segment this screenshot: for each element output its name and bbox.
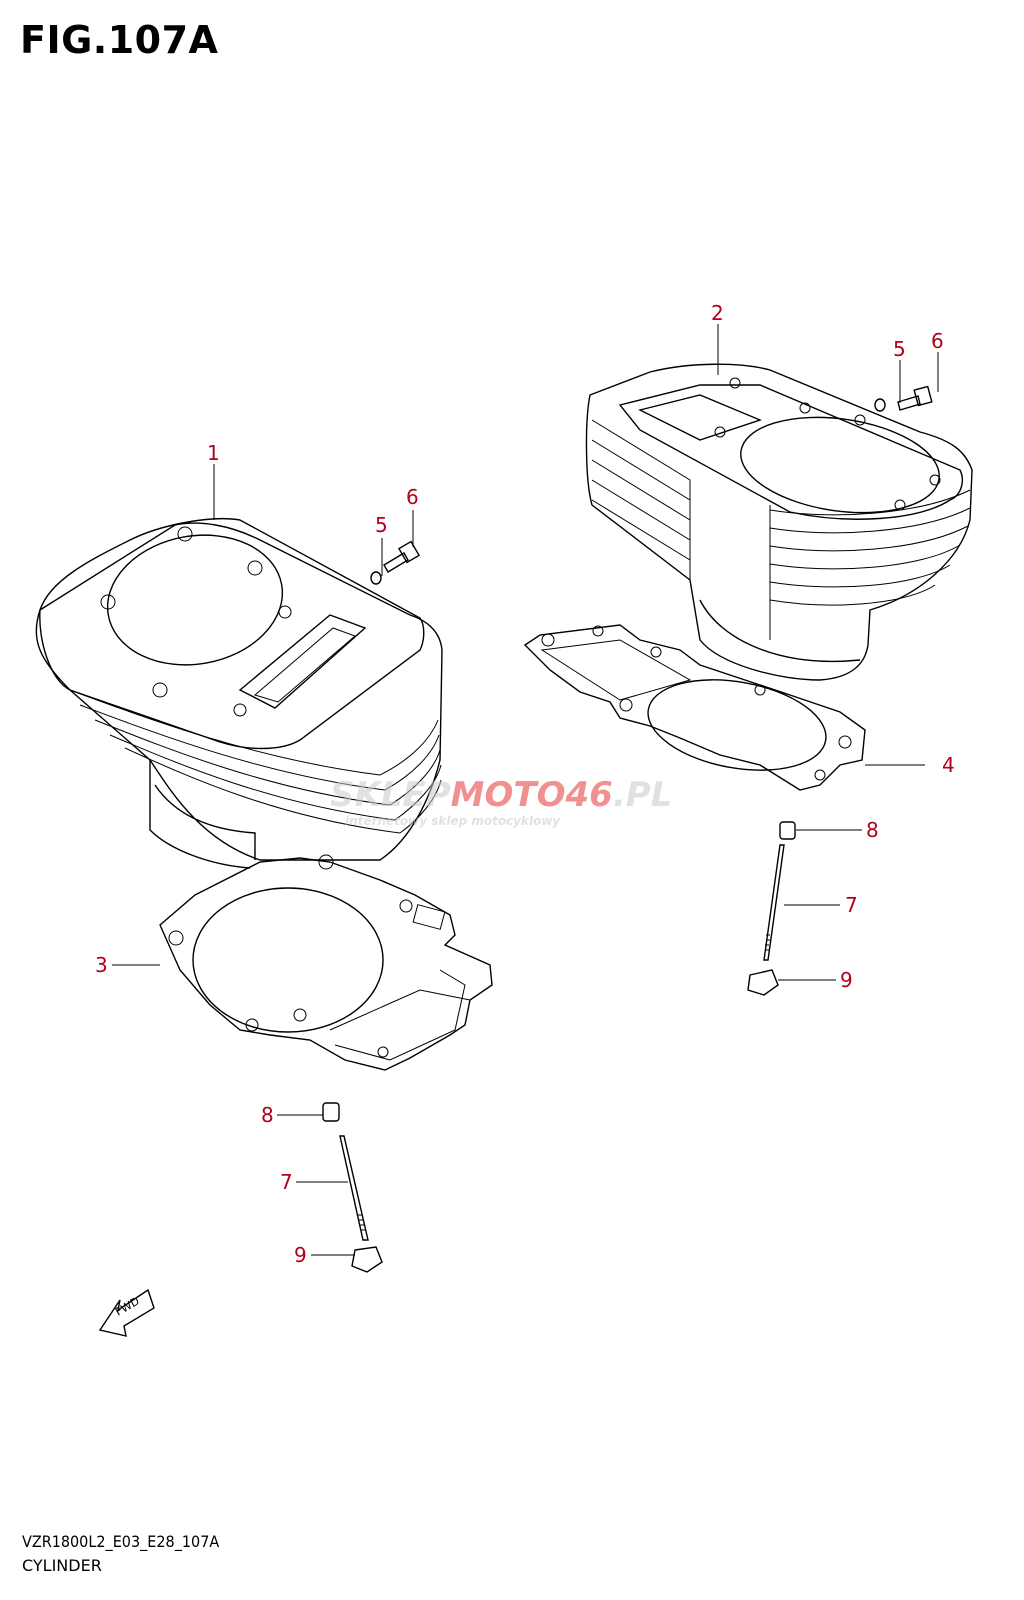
leader-lines bbox=[112, 324, 939, 1256]
callout-7-left: 7 bbox=[280, 1170, 293, 1194]
callout-6-right: 6 bbox=[931, 329, 944, 353]
callout-5-right: 5 bbox=[893, 337, 906, 361]
callout-7-right: 7 bbox=[845, 893, 858, 917]
callout-5-left: 5 bbox=[375, 513, 388, 537]
watermark-part3: 46 bbox=[565, 775, 613, 815]
oring-right bbox=[874, 398, 886, 412]
nozzle-left bbox=[383, 540, 421, 573]
callout-2: 2 bbox=[711, 301, 724, 325]
fwd-arrow-icon: FWD bbox=[98, 1288, 155, 1337]
watermark-logo: SKLEPMOTO46.PL internetowy sklep motocyk… bbox=[330, 775, 672, 828]
model-code: VZR1800L2_E03_E28_107A bbox=[22, 1532, 220, 1551]
gasket-front bbox=[159, 854, 493, 1071]
callout-8-left: 8 bbox=[261, 1103, 274, 1127]
callout-9-right: 9 bbox=[840, 968, 853, 992]
callout-1: 1 bbox=[207, 441, 220, 465]
watermark-part1: SKLEP bbox=[330, 775, 451, 815]
figure-caption: CYLINDER bbox=[22, 1556, 102, 1575]
stud-bolt-left bbox=[339, 1135, 369, 1241]
dowel-right bbox=[779, 821, 796, 840]
figure-title: FIG.107A bbox=[20, 18, 219, 62]
callout-4: 4 bbox=[942, 753, 955, 777]
callout-8-right: 8 bbox=[866, 818, 879, 842]
cylinder-rear bbox=[585, 363, 973, 681]
nut-right bbox=[747, 969, 779, 996]
svg-text:SKLEPMOTO46.PL: SKLEPMOTO46.PL bbox=[330, 775, 672, 815]
callout-9-left: 9 bbox=[294, 1243, 307, 1267]
nut-left bbox=[351, 1246, 383, 1273]
watermark-part2: MOTO bbox=[451, 775, 566, 815]
callout-3: 3 bbox=[95, 953, 108, 977]
stud-bolt-right bbox=[763, 844, 785, 961]
watermark-tagline: internetowy sklep motocyklowy bbox=[345, 814, 561, 828]
fwd-label: FWD bbox=[113, 1294, 142, 1318]
watermark-part4: .PL bbox=[613, 775, 673, 815]
gasket-rear bbox=[523, 624, 866, 791]
oring-left bbox=[370, 571, 382, 585]
dowel-left bbox=[322, 1102, 340, 1122]
callout-6-left: 6 bbox=[406, 485, 419, 509]
cylinder-front bbox=[35, 518, 443, 869]
nozzle-right bbox=[897, 385, 933, 411]
